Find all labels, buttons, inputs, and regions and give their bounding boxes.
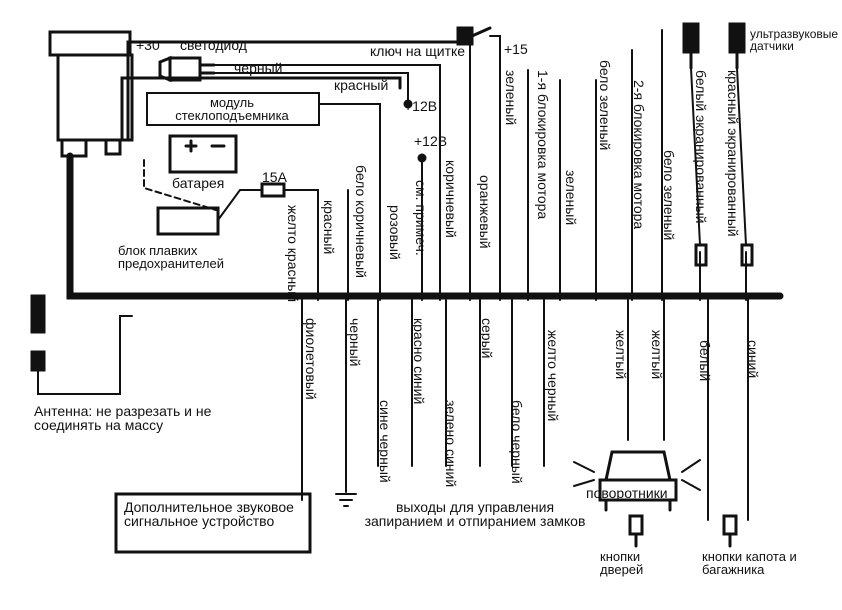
ignition-key-icon <box>456 26 501 301</box>
label-hood-buttons: кнопки капота и багажника <box>702 549 797 577</box>
wire-bottom-label: черный <box>347 318 363 367</box>
wire-top-label: бело коричневый <box>353 165 369 278</box>
wire-top-label: коричневый <box>443 160 459 238</box>
wire-top-label: 1-я блокировка мотора <box>535 70 551 220</box>
wire-bottom-label: красно синий <box>411 318 427 405</box>
wire-top-label: оранжевый <box>477 175 493 249</box>
label-plus12-a: +12В <box>404 98 438 114</box>
label-plus30: +30 <box>136 37 160 53</box>
label-siren: Дополнительное звуковое сигнальное устро… <box>124 499 294 529</box>
wire-top-label: розовый <box>387 205 403 260</box>
antenna-icon <box>30 294 133 395</box>
wire-top-label: см. примеч. <box>413 180 429 256</box>
label-door-buttons: кнопки дверей <box>600 549 644 577</box>
wire-bottom-label: белый <box>697 340 713 382</box>
label-battery: батарея <box>172 175 225 191</box>
label-plus15: +15 <box>504 41 528 57</box>
label-dash-key: ключ на щитке <box>370 43 466 59</box>
wire-bottom-label: желтый <box>613 330 629 380</box>
wire-bottom-label: желто черный <box>545 330 561 422</box>
label-plus12-b: +12В <box>414 133 448 149</box>
door-button-icon <box>628 514 644 548</box>
label-antenna: Антенна: не разрезать и не соединять на … <box>34 403 212 433</box>
harness-bus <box>66 152 784 300</box>
label-red-top: красный <box>334 77 389 93</box>
wire-top-label: зеленый <box>563 170 579 226</box>
wire-bottom-label: зелено синий <box>443 400 459 488</box>
label-fuse-block: блок плавких предохранителей <box>118 243 224 271</box>
wire-top-label: белый экранированный <box>693 70 709 224</box>
hood-button-icon <box>722 514 738 548</box>
label-window-module: модуль стеклоподъемника <box>175 95 289 123</box>
wire-top-label: зеленый <box>503 70 519 126</box>
label-fuse15: 15А <box>262 169 287 185</box>
wire-bottom-label: синий <box>745 340 761 379</box>
car-icon <box>573 450 701 512</box>
label-black-top: черный <box>234 60 283 76</box>
wire-top-label: 2-я блокировка мотора <box>631 80 647 230</box>
wire-top-label: бело зеленый <box>597 60 613 151</box>
ultrasonic-sensor-icon <box>682 22 754 267</box>
wire-bottom-label: серый <box>479 318 495 359</box>
alarm-unit <box>48 30 134 158</box>
wire-bottom-label: сине черный <box>377 400 393 483</box>
label-led: светодиод <box>180 37 247 53</box>
wire-top-label: бело зеленый <box>661 150 677 241</box>
label-lock-outputs: выходы для управления запиранием и отпир… <box>364 499 586 529</box>
wire-top-label: красный экранированный <box>725 70 741 237</box>
wire-bottom-label: бело черный <box>509 400 525 484</box>
wire-top-label: желто красный <box>285 205 301 303</box>
wire-bottom-label: фиолетовый <box>303 318 319 400</box>
led-icon <box>158 55 441 301</box>
label-ultrasonic: ультразвуковые датчики <box>750 27 839 53</box>
fuse-icon <box>260 182 286 198</box>
wire-bottom-label: желтый <box>649 330 665 380</box>
wire-top-label: красный <box>321 200 337 255</box>
window-module-box <box>146 92 320 126</box>
battery-icon <box>168 134 238 174</box>
label-turn-signals: поворотники <box>586 485 668 501</box>
